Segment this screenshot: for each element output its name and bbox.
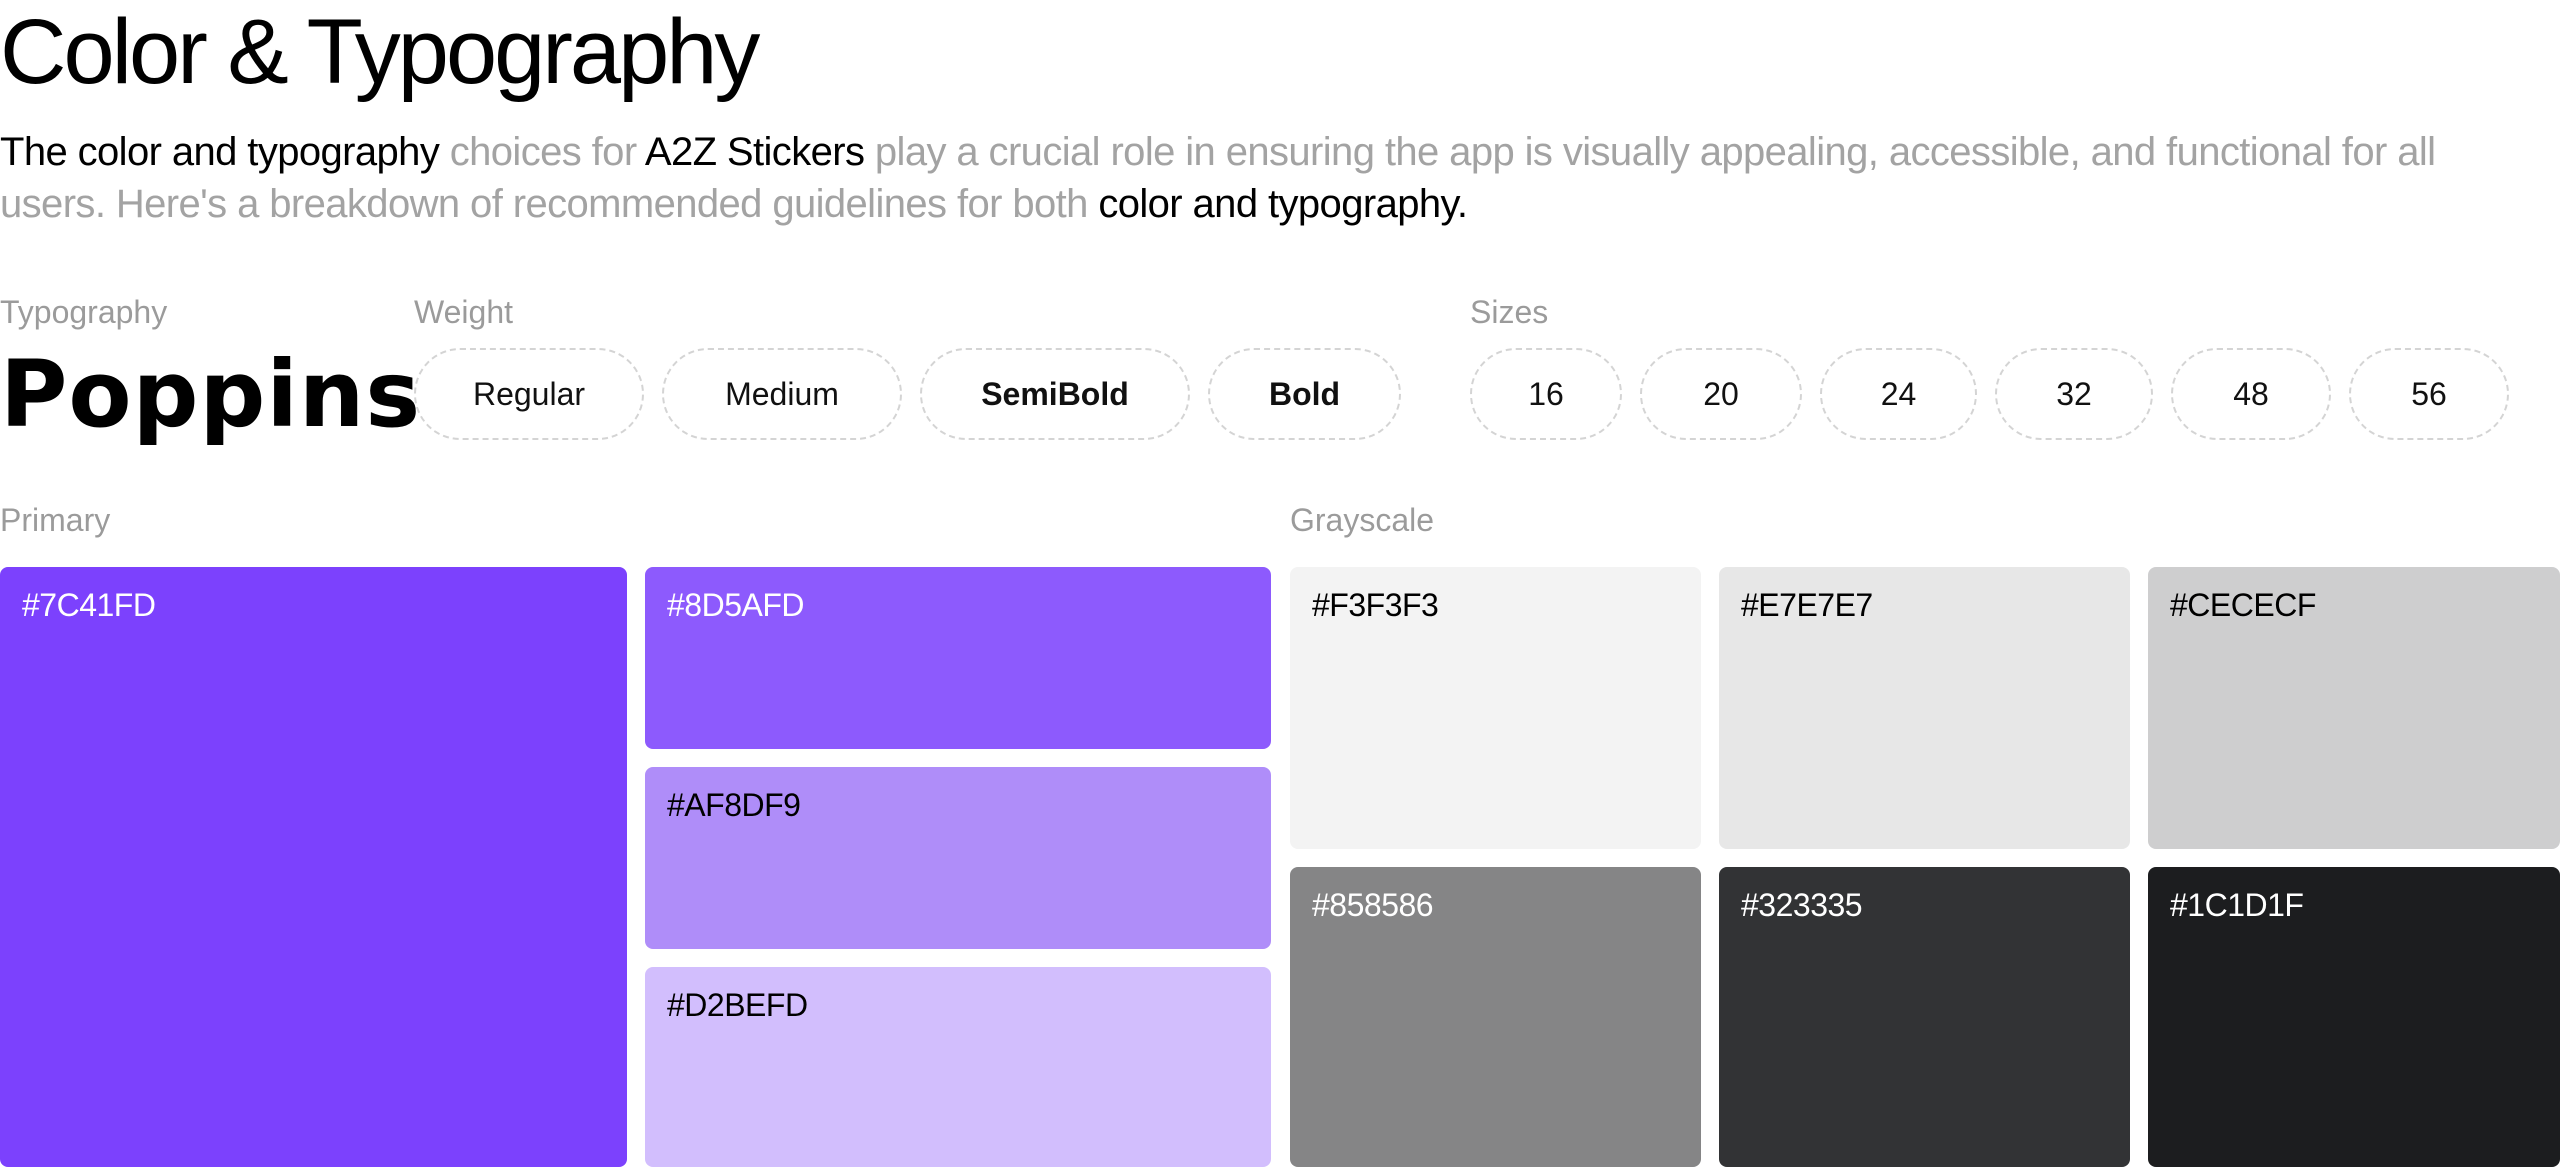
swatch-hex-label: #7C41FD (22, 587, 156, 623)
swatch-hex-label: #AF8DF9 (667, 787, 801, 823)
sizes-label: Sizes (1470, 294, 1549, 330)
page-title: Color & Typography (0, 1, 760, 103)
intro-highlight-app-name: A2Z Stickers (644, 130, 865, 174)
size-pill-24: 24 (1820, 348, 1977, 440)
grayscale-swatch-5: #323335 (1719, 867, 2130, 1167)
primary-swatch-2: #8D5AFD (645, 567, 1271, 749)
swatch-hex-label: #858586 (1312, 887, 1434, 923)
intro-text: choices for (439, 130, 645, 174)
font-name: Poppins (0, 341, 422, 448)
swatch-hex-label: #F3F3F3 (1312, 587, 1439, 623)
weight-pill-medium: Medium (662, 348, 902, 440)
swatch-hex-label: #8D5AFD (667, 587, 805, 623)
typography-label: Typography (0, 294, 168, 330)
grayscale-swatch-1: #F3F3F3 (1290, 567, 1701, 849)
size-pill-48: 48 (2171, 348, 2331, 440)
swatch-hex-label: #D2BEFD (667, 987, 808, 1023)
primary-swatch-3: #AF8DF9 (645, 767, 1271, 949)
primary-swatch-4: #D2BEFD (645, 967, 1271, 1167)
weight-pill-regular: Regular (414, 348, 644, 440)
swatch-hex-label: #1C1D1F (2170, 887, 2304, 923)
size-pill-20: 20 (1640, 348, 1802, 440)
size-pill-32: 32 (1995, 348, 2153, 440)
grayscale-label: Grayscale (1290, 502, 1435, 538)
weight-pill-bold: Bold (1208, 348, 1401, 440)
intro-paragraph: The color and typography choices for A2Z… (0, 126, 2540, 230)
swatch-hex-label: #CECECF (2170, 587, 2316, 623)
weight-label: Weight (414, 294, 514, 330)
intro-text: play a crucial role in ensuring the app … (0, 130, 2436, 226)
swatch-hex-label: #323335 (1741, 887, 1863, 923)
size-pill-56: 56 (2349, 348, 2509, 440)
primary-label: Primary (0, 502, 111, 538)
primary-swatch-main: #7C41FD (0, 567, 627, 1167)
weight-pill-semibold: SemiBold (920, 348, 1190, 440)
intro-highlight-color-typography: The color and typography (0, 130, 440, 174)
grayscale-swatch-2: #E7E7E7 (1719, 567, 2130, 849)
intro-highlight-color-typography-end: color and typography. (1098, 182, 1468, 226)
grayscale-swatch-3: #CECECF (2148, 567, 2560, 849)
size-pill-16: 16 (1470, 348, 1622, 440)
grayscale-swatch-4: #858586 (1290, 867, 1701, 1167)
grayscale-swatch-6: #1C1D1F (2148, 867, 2560, 1167)
swatch-hex-label: #E7E7E7 (1741, 587, 1873, 623)
